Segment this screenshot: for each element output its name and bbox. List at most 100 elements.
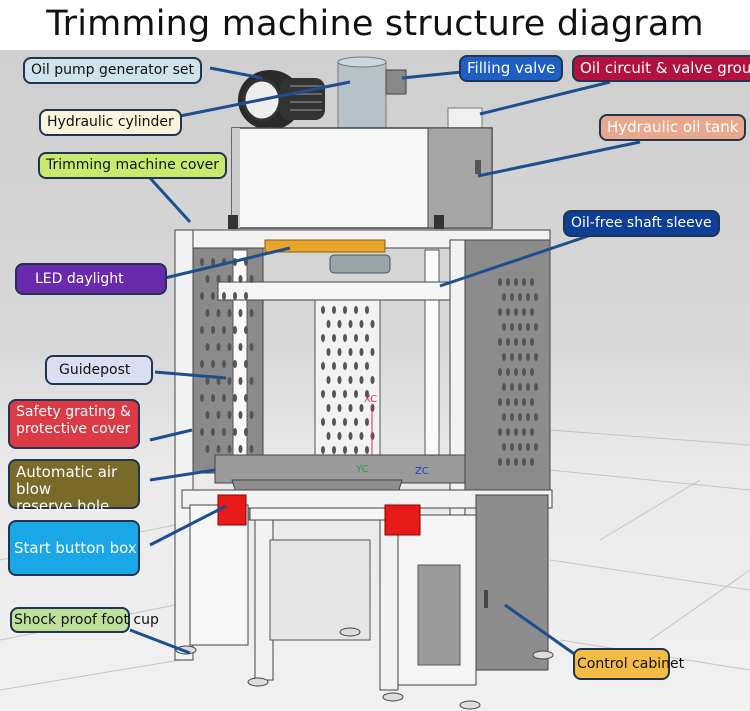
- perforation-hole: [354, 334, 358, 342]
- perforation-hole: [205, 309, 210, 317]
- perforation-hole: [498, 428, 502, 436]
- perforation-hole: [227, 275, 232, 283]
- perforation-hole: [359, 348, 364, 356]
- perforation-hole: [530, 368, 534, 376]
- perforation-hole: [337, 404, 342, 412]
- perforation-hole: [359, 404, 364, 412]
- perforation-hole: [506, 458, 510, 466]
- hydraulic-cylinder-body: [337, 56, 407, 133]
- perforation-hole: [510, 323, 514, 331]
- perforation-hole: [530, 428, 534, 436]
- perforation-hole: [510, 413, 514, 421]
- lower-stand: [181, 489, 553, 691]
- perforations: [200, 258, 538, 466]
- perforation-hole: [200, 326, 204, 334]
- perforation-hole: [321, 446, 325, 454]
- perforation-hole: [249, 445, 254, 453]
- perforation-hole: [238, 377, 243, 385]
- perforation-hole: [359, 432, 364, 440]
- perforation-hole: [326, 348, 331, 356]
- perforation-hole: [359, 320, 364, 328]
- perforation-hole: [332, 390, 336, 398]
- perforation-hole: [530, 278, 534, 286]
- perforation-hole: [227, 377, 232, 385]
- perforation-hole: [211, 360, 215, 368]
- label-guidepost: Guidepost: [45, 355, 153, 385]
- top-cover-box: [228, 127, 493, 229]
- perforation-hole: [200, 394, 204, 402]
- perforation-hole: [343, 334, 347, 342]
- perforation-hole: [514, 278, 518, 286]
- perforation-hole: [498, 398, 502, 406]
- perforation-hole: [216, 309, 221, 317]
- start-button-boxes: [217, 494, 421, 536]
- perforation-hole: [244, 292, 248, 300]
- perforation-hole: [534, 443, 538, 451]
- perforation-hole: [498, 308, 502, 316]
- perforation-hole: [326, 320, 331, 328]
- perforation-hole: [498, 338, 502, 346]
- perforation-hole: [506, 368, 510, 376]
- perforation-hole: [522, 458, 526, 466]
- perforation-hole: [348, 320, 353, 328]
- perforation-hole: [518, 383, 522, 391]
- label-filling-valve: Filling valve: [459, 55, 564, 82]
- perforation-hole: [205, 445, 210, 453]
- label-oil-pump-generator-set: Oil pump generator set: [23, 57, 202, 84]
- perforation-hole: [518, 323, 522, 331]
- perforation-hole: [534, 383, 538, 391]
- perforation-hole: [518, 443, 522, 451]
- label-hydraulic-oil-tank: Hydraulic oil tank: [599, 114, 747, 141]
- perforation-hole: [238, 275, 243, 283]
- perforation-hole: [365, 306, 369, 314]
- perforation-hole: [222, 360, 226, 368]
- perforation-hole: [530, 308, 534, 316]
- perforation-hole: [365, 418, 369, 426]
- perforation-hole: [370, 348, 375, 356]
- perforation-hole: [510, 293, 514, 301]
- perforation-hole: [365, 334, 369, 342]
- perforation-hole: [343, 306, 347, 314]
- perforation-hole: [233, 360, 237, 368]
- axis-z-mark: ZC: [415, 466, 429, 477]
- perforation-hole: [233, 428, 237, 436]
- perforation-hole: [514, 368, 518, 376]
- perforation-hole: [506, 398, 510, 406]
- label-automatic-air-blow: Automatic air blow reserve hole: [8, 459, 140, 515]
- perforation-hole: [506, 278, 510, 286]
- perforation-hole: [216, 343, 221, 351]
- perforation-hole: [216, 377, 221, 385]
- axis-markers: XC YC ZC: [355, 394, 429, 477]
- axis-y-mark: YC: [355, 464, 369, 475]
- perforation-hole: [343, 418, 347, 426]
- perforation-hole: [332, 418, 336, 426]
- perforation-hole: [530, 458, 534, 466]
- perforation-hole: [321, 362, 325, 370]
- perforation-hole: [498, 278, 502, 286]
- perforation-hole: [343, 390, 347, 398]
- label-oil-circuit-valve-group: Oil circuit & valve group: [572, 55, 750, 82]
- perforation-hole: [205, 275, 210, 283]
- perforation-hole: [249, 377, 254, 385]
- axis-x-mark: XC: [364, 394, 377, 405]
- perforation-hole: [365, 362, 369, 370]
- leader-lines: [129, 66, 641, 660]
- machine-illustration: XC YC ZC: [0, 50, 750, 711]
- label-air-blow-line2: reserve hole: [16, 497, 110, 515]
- perforation-hole: [233, 394, 237, 402]
- perforation-hole: [514, 428, 518, 436]
- perforation-hole: [332, 446, 336, 454]
- leader-air-blow: [149, 468, 216, 482]
- perforation-hole: [522, 278, 526, 286]
- perforation-hole: [365, 446, 369, 454]
- perforation-hole: [522, 308, 526, 316]
- perforation-hole: [332, 362, 336, 370]
- perforation-hole: [249, 309, 254, 317]
- perforation-hole: [211, 428, 215, 436]
- perforation-hole: [211, 292, 215, 300]
- perforation-hole: [332, 334, 336, 342]
- perforation-hole: [343, 446, 347, 454]
- perforation-hole: [211, 394, 215, 402]
- perforation-hole: [200, 292, 204, 300]
- perforation-hole: [227, 445, 232, 453]
